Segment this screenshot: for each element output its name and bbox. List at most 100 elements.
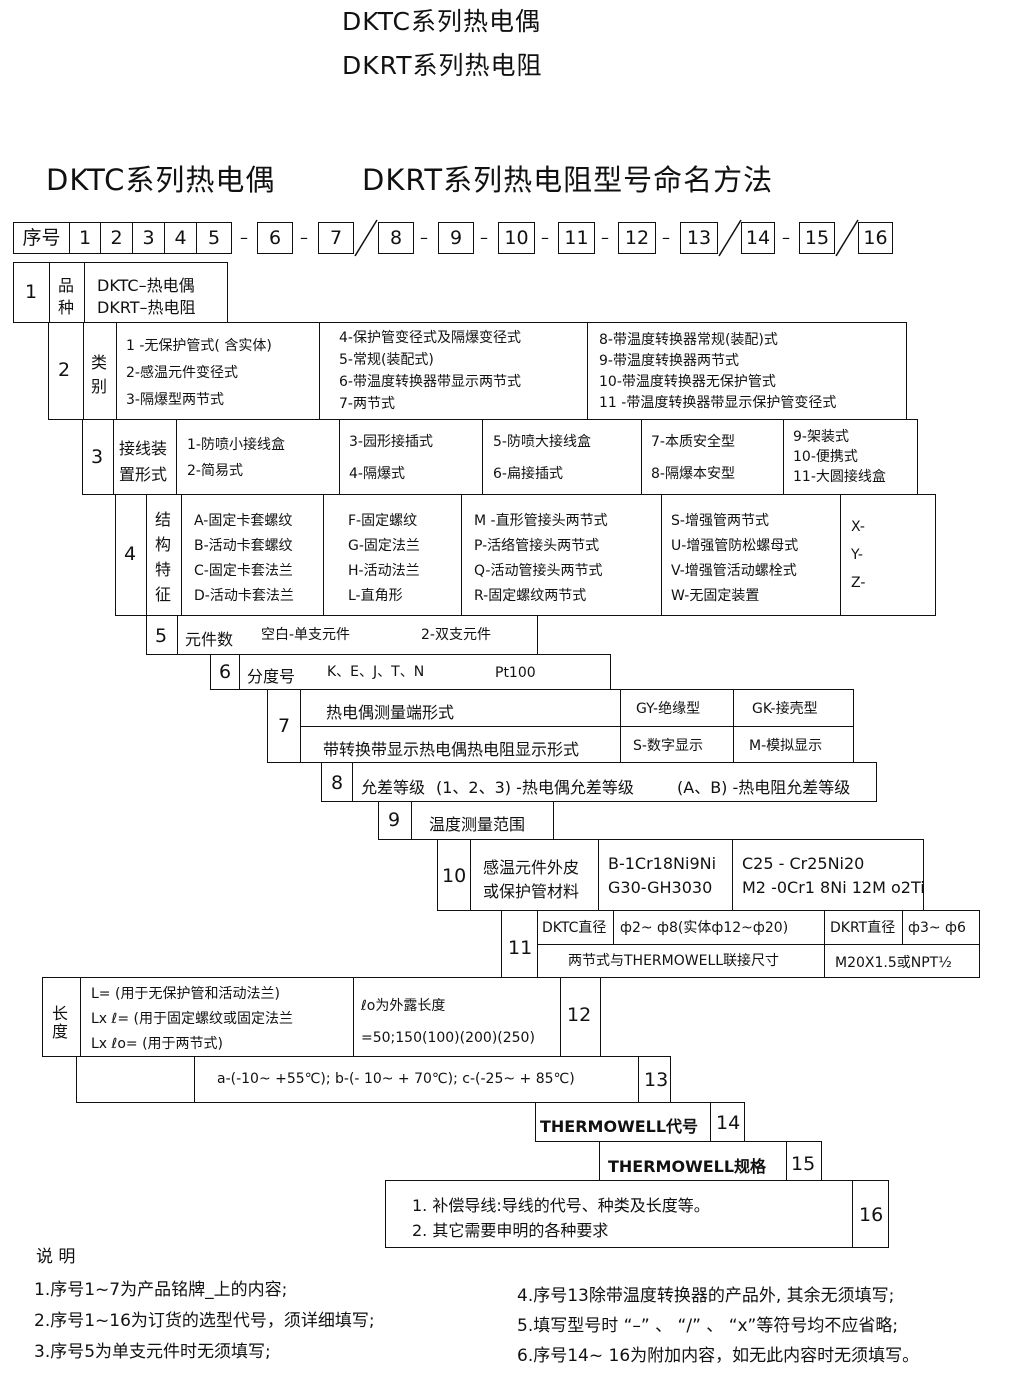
header-right: DKRT系列热电阻型号命名方法 bbox=[362, 163, 774, 197]
row-3-item: 3-园形接插式 bbox=[349, 434, 433, 450]
row-2-item: 1 -无保护管式( 含实体) bbox=[126, 338, 272, 354]
row-1-item: DKTC–热电偶 bbox=[97, 276, 195, 295]
title-line-1: DKTC系列热电偶 bbox=[342, 7, 541, 36]
note-item: 5.填写型号时 “–” 、 “/” 、 “x”等符号均不应省略; bbox=[517, 1316, 899, 1336]
seq-cell-10: 10 bbox=[498, 222, 535, 254]
row-3-label: 接线装 bbox=[119, 439, 168, 458]
row-6-option: K、E、J、T、N bbox=[327, 664, 425, 680]
row-10: 10 感温元件外皮 或保护管材料 B-1Cr18Ni9Ni G30-GH3030… bbox=[437, 839, 925, 911]
row-8-number: 8 bbox=[331, 772, 344, 794]
seq-cell-12: 12 bbox=[618, 222, 656, 254]
row-12-item: Lx ℓ= (用于固定螺纹或固定法兰 bbox=[91, 1011, 293, 1027]
row-2-label: 别 bbox=[91, 377, 108, 396]
row-2-item: 8-带温度转换器常规(装配)式 bbox=[599, 332, 778, 348]
row-4-label: 征 bbox=[155, 585, 172, 604]
row-12-label: 长 bbox=[52, 1004, 69, 1023]
seq-dash: – bbox=[420, 228, 428, 247]
seq-dash: – bbox=[300, 228, 308, 247]
row-3-item: 9-架装式 bbox=[793, 429, 849, 445]
seq-cell-6: 6 bbox=[257, 222, 293, 254]
row-3-item: 2-简易式 bbox=[187, 463, 243, 479]
row-10-option: G30-GH3030 bbox=[608, 878, 713, 897]
row-13: a-(-10~ +55℃); b-(- 10~ + 70℃); c-(-25~ … bbox=[76, 1056, 671, 1103]
row-4-item: A-固定卡套螺纹 bbox=[194, 513, 293, 529]
seq-cell-5: 5 bbox=[196, 222, 232, 254]
row-16-item: 2. 其它需要申明的各种要求 bbox=[412, 1221, 609, 1240]
row-2-item: 4-保护管变径式及隔爆变径式 bbox=[339, 330, 521, 346]
row-4-label: 特 bbox=[155, 560, 172, 579]
seq-dash: – bbox=[601, 228, 609, 247]
row-10-option: M2 -0Cr1 8Ni 12M o2Ti bbox=[742, 878, 925, 897]
row-4-item: Z- bbox=[851, 575, 866, 591]
row-10-number: 10 bbox=[442, 865, 467, 887]
note-item: 2.序号1~16为订货的选型代号，须详细填写; bbox=[34, 1311, 375, 1331]
row-16: 1. 补偿导线:导线的代号、种类及长度等。 2. 其它需要申明的各种要求 16 bbox=[385, 1180, 889, 1248]
row-16-item: 1. 补偿导线:导线的代号、种类及长度等。 bbox=[412, 1196, 710, 1215]
row-15: THERMOWELL规格 15 bbox=[599, 1141, 822, 1181]
row-9: 9 温度测量范围 bbox=[378, 801, 554, 840]
seq-cell-11: 11 bbox=[558, 222, 595, 254]
row-12-item: =50;150(100)(200)(250) bbox=[361, 1030, 535, 1046]
row-2-item: 7-两节式 bbox=[339, 396, 395, 412]
row-7-item: GY-绝缘型 bbox=[636, 701, 701, 717]
row-7-item: 带转换带显示热电偶热电阻显示形式 bbox=[323, 740, 580, 759]
row-6-label: 分度号 bbox=[247, 667, 296, 686]
header-left: DKTC系列热电偶 bbox=[46, 163, 276, 197]
row-4-item: L-直角形 bbox=[348, 588, 403, 604]
row-1-label: 种 bbox=[58, 298, 75, 317]
row-5-option: 空白-单支元件 bbox=[261, 627, 351, 643]
row-12-item: L= (用于无保护管和活动法兰) bbox=[91, 986, 280, 1002]
row-14: THERMOWELL代号 14 bbox=[535, 1102, 745, 1142]
row-6-number: 6 bbox=[219, 661, 232, 683]
row-8-label: 允差等级 bbox=[361, 778, 426, 797]
row-3-item: 6-扁接插式 bbox=[493, 466, 563, 482]
row-2-item: 5-常规(装配式) bbox=[339, 352, 434, 368]
seq-dash: – bbox=[240, 228, 248, 247]
row-3-number: 3 bbox=[91, 446, 104, 468]
row-3-label: 置形式 bbox=[119, 465, 168, 484]
row-3: 3 接线装 置形式 1-防喷小接线盒 2-简易式 3-园形接插式 4-隔爆式 5… bbox=[82, 419, 918, 495]
seq-dash: – bbox=[541, 228, 549, 247]
row-9-label: 温度测量范围 bbox=[429, 815, 526, 834]
row-6: 6 分度号 K、E、J、T、N Pt100 bbox=[210, 654, 611, 690]
row-8-option: (A、B) -热电阻允差等级 bbox=[677, 778, 851, 797]
row-5-label: 元件数 bbox=[185, 630, 234, 649]
title-line-2: DKRT系列热电阻 bbox=[342, 51, 543, 80]
row-3-item: 7-本质安全型 bbox=[651, 434, 735, 450]
row-5-option: 2-双支元件 bbox=[421, 627, 491, 643]
row-12-label: 度 bbox=[52, 1022, 69, 1041]
row-3-item: 4-隔爆式 bbox=[349, 466, 405, 482]
row-4-number: 4 bbox=[124, 543, 137, 565]
row-2-item: 11 -带温度转换器带显示保护管变径式 bbox=[599, 395, 837, 411]
row-14-label: THERMOWELL代号 bbox=[540, 1117, 699, 1136]
row-11-item: DKTC直径 bbox=[542, 920, 607, 936]
row-4-item: D-活动卡套法兰 bbox=[194, 588, 294, 604]
row-10-label: 或保护管材料 bbox=[483, 882, 580, 901]
row-4-item: R-固定螺纹两节式 bbox=[474, 588, 587, 604]
row-12-item: ℓo为外露长度 bbox=[361, 998, 446, 1014]
row-11-item: ф3~ ф6 bbox=[908, 920, 966, 936]
row-4-item: M -直形管接头两节式 bbox=[474, 513, 608, 529]
row-7-item: M-模拟显示 bbox=[749, 738, 823, 754]
row-7-item: GK-接壳型 bbox=[752, 701, 818, 717]
row-10-option: B-1Cr18Ni9Ni bbox=[608, 854, 717, 873]
row-4-item: S-增强管两节式 bbox=[671, 513, 769, 529]
row-2-item: 2-感温元件变径式 bbox=[126, 365, 238, 381]
row-3-item: 5-防喷大接线盒 bbox=[493, 434, 591, 450]
row-5-number: 5 bbox=[155, 625, 168, 647]
row-1-label: 品 bbox=[58, 276, 75, 295]
row-10-label: 感温元件外皮 bbox=[483, 858, 580, 877]
seq-dash: – bbox=[782, 228, 790, 247]
row-3-item: 8-隔爆本安型 bbox=[651, 466, 735, 482]
row-2-item: 6-带温度转换器带显示两节式 bbox=[339, 374, 521, 390]
seq-label: 序号 bbox=[13, 222, 70, 254]
seq-cell-14: 14 bbox=[741, 222, 775, 254]
seq-cell-16: 16 bbox=[858, 222, 893, 254]
row-11-number: 11 bbox=[508, 937, 533, 959]
row-3-item: 1-防喷小接线盒 bbox=[187, 437, 285, 453]
seq-cell-2: 2 bbox=[100, 222, 133, 254]
row-4-item: B-活动卡套螺纹 bbox=[194, 538, 293, 554]
row-2-item: 9-带温度转换器两节式 bbox=[599, 353, 739, 369]
row-11-item: DKRT直径 bbox=[830, 920, 896, 936]
seq-dash: – bbox=[662, 228, 670, 247]
